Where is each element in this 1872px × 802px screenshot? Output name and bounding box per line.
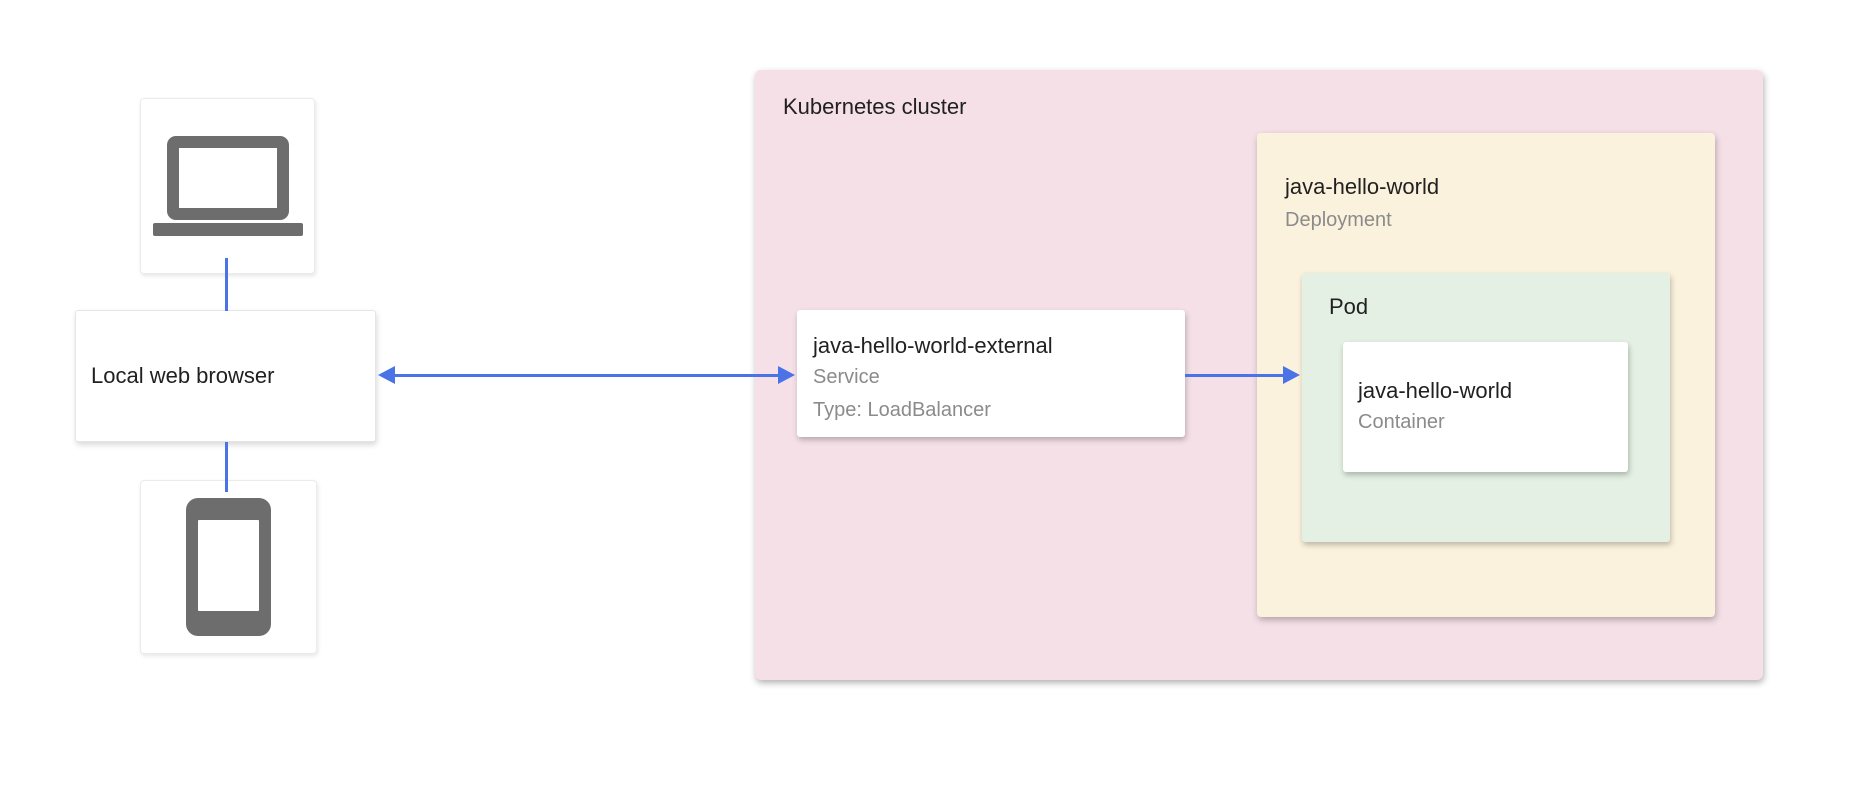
laptop-base-shape xyxy=(152,223,303,236)
deployment-box: java-hello-world Deployment Pod java-hel… xyxy=(1257,133,1715,617)
pod-box: Pod java-hello-world Container xyxy=(1302,273,1670,542)
arrowhead-right-icon xyxy=(1283,366,1300,384)
laptop-screen-shape xyxy=(166,136,289,220)
service-type-label: Type: LoadBalancer xyxy=(813,399,991,421)
service-box: java-hello-world-external Service Type: … xyxy=(797,310,1185,437)
arrow-shaft xyxy=(392,374,781,377)
connector-browser-to-phone xyxy=(225,442,228,492)
connector-laptop-to-browser xyxy=(225,258,228,311)
deployment-kind-label: Deployment xyxy=(1285,209,1392,231)
pod-label: Pod xyxy=(1329,294,1369,319)
service-kind-label: Service xyxy=(813,366,880,388)
container-box: java-hello-world Container xyxy=(1343,342,1628,472)
arrow-service-to-pod xyxy=(1185,366,1300,385)
laptop-icon xyxy=(152,136,303,236)
container-title: java-hello-world xyxy=(1358,378,1513,403)
phone-device-box xyxy=(140,480,317,654)
service-title: java-hello-world-external xyxy=(813,333,1053,358)
local-web-browser-box: Local web browser xyxy=(75,310,376,442)
smartphone-icon xyxy=(186,498,271,636)
arrowhead-left-icon xyxy=(378,366,395,384)
container-kind-label: Container xyxy=(1358,411,1445,433)
deployment-header: java-hello-world Deployment xyxy=(1257,133,1715,238)
laptop-device-box xyxy=(140,98,315,274)
local-web-browser-label: Local web browser xyxy=(91,363,275,388)
arrow-browser-to-service-bidirectional xyxy=(378,366,795,385)
arrow-shaft xyxy=(1185,374,1286,377)
kubernetes-cluster-label: Kubernetes cluster xyxy=(783,94,967,119)
deployment-title: java-hello-world xyxy=(1285,174,1440,199)
arrowhead-right-icon xyxy=(778,366,795,384)
smartphone-screen-shape xyxy=(198,520,259,611)
